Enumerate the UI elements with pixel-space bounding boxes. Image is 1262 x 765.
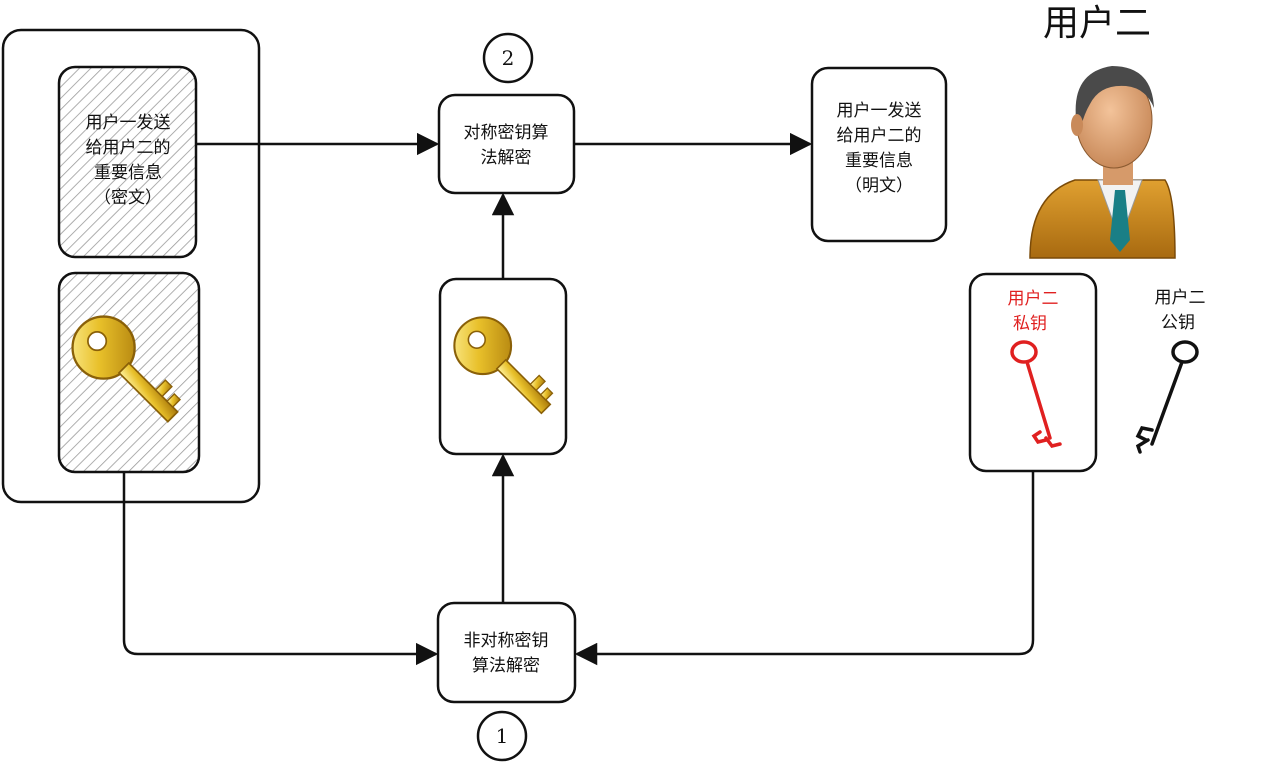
- asymmetric-decrypt-box: [436, 601, 577, 704]
- private-key-label-2: 私钥: [1013, 314, 1047, 334]
- gold-key-icon: [71, 315, 182, 423]
- ciphertext-line-2: 给用户二的: [86, 138, 171, 158]
- step-1-number: 1: [496, 724, 509, 748]
- user2-title: 用户二: [1043, 3, 1151, 44]
- ciphertext-box: [57, 65, 198, 259]
- arrow-private-key-to-asymmetric: [574, 471, 1035, 666]
- public-key-label-2: 公钥: [1161, 313, 1195, 333]
- user-avatar-icon: [1029, 66, 1176, 259]
- asymmetric-line-2: 算法解密: [472, 656, 540, 676]
- symmetric-decrypt-box: [437, 93, 576, 195]
- step-2-badge: [482, 32, 534, 84]
- private-key-label-1: 用户二: [1008, 289, 1059, 309]
- plaintext-line-3: 重要信息: [845, 151, 913, 171]
- plaintext-line-2: 给用户二的: [837, 126, 922, 146]
- gold-key-icon: [453, 316, 554, 415]
- step-2-number: 2: [502, 46, 515, 70]
- step-1-badge: [476, 710, 528, 762]
- asymmetric-line-1: 非对称密钥: [464, 631, 549, 651]
- public-key-label-1: 用户二: [1155, 288, 1206, 308]
- plaintext-line-4: （明文）: [845, 176, 913, 196]
- red-private-key-icon: [1010, 340, 1062, 448]
- ciphertext-line-1: 用户一发送: [86, 113, 171, 133]
- arrow-encrypted-key-to-asymmetric: [122, 472, 439, 666]
- symmetric-line-2: 法解密: [481, 148, 532, 168]
- symmetric-line-1: 对称密钥算: [464, 123, 549, 143]
- ciphertext-line-4: （密文）: [94, 188, 162, 208]
- black-public-key-icon: [1135, 340, 1199, 454]
- ciphertext-line-3: 重要信息: [94, 163, 162, 183]
- plaintext-line-1: 用户一发送: [837, 101, 922, 121]
